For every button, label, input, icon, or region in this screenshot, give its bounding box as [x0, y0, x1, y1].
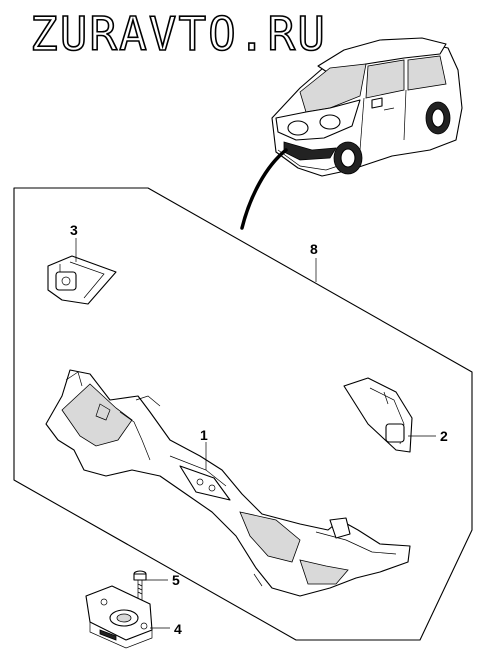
part-4-mount	[85, 585, 153, 649]
part-3-bracket	[47, 255, 117, 305]
part-2-bracket	[343, 377, 413, 453]
part-5-bolt	[133, 570, 147, 601]
callout-8: 8	[310, 241, 318, 257]
part-1-dashboard-frame	[45, 369, 411, 597]
callout-3: 3	[70, 222, 78, 238]
pointer-curve	[240, 148, 288, 230]
callout-2: 2	[440, 428, 448, 444]
assembly-boundary	[13, 187, 473, 641]
callout-1: 1	[200, 427, 208, 443]
callout-5: 5	[172, 572, 180, 588]
watermark-text: ZURAVTO.RU	[30, 7, 327, 61]
callout-4: 4	[174, 621, 182, 637]
